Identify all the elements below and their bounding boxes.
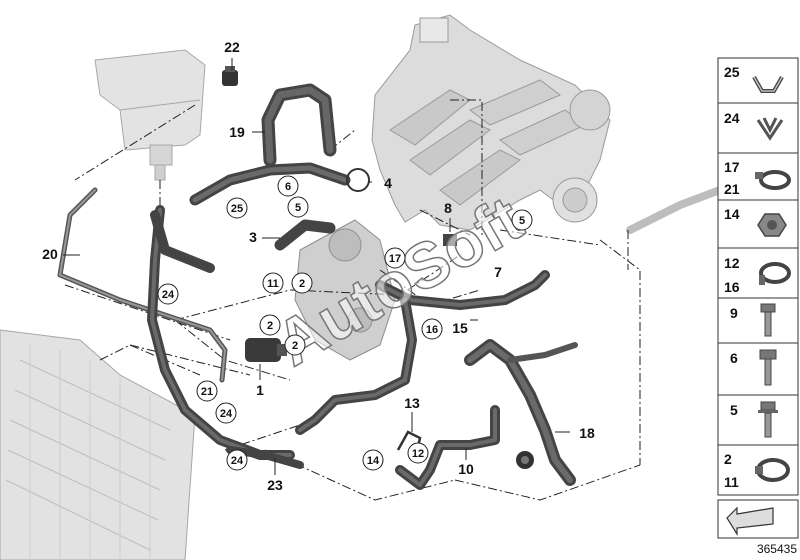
circled-24b: 24 bbox=[220, 408, 233, 420]
legend-label-25: 25 bbox=[724, 64, 740, 80]
callout-22: 22 bbox=[224, 39, 240, 55]
circled-12: 12 bbox=[412, 448, 424, 460]
circled-6: 6 bbox=[285, 181, 291, 193]
legend-row-6: 6 bbox=[717, 342, 799, 396]
thermostat-1 bbox=[245, 338, 287, 362]
legend-row-24: 24 bbox=[717, 102, 799, 154]
small-parts bbox=[222, 66, 534, 469]
hex-nut-icon bbox=[757, 213, 787, 237]
legend-label-24: 24 bbox=[724, 110, 740, 126]
callout-3: 3 bbox=[249, 229, 257, 245]
circled-5: 5 bbox=[295, 202, 301, 214]
sensor-8 bbox=[443, 234, 457, 246]
water-pump-housing bbox=[294, 219, 396, 361]
collar-bolt-icon bbox=[758, 401, 778, 438]
callout-15: 15 bbox=[452, 320, 468, 336]
callout-23: 23 bbox=[267, 477, 283, 493]
legend-row-14: 14 bbox=[717, 199, 799, 249]
expansion-tank bbox=[94, 49, 206, 181]
hose-upper-middle bbox=[150, 210, 215, 273]
hose-clamp-icon bbox=[755, 170, 791, 190]
callout-13: 13 bbox=[404, 395, 420, 411]
legend-row-2-11: 2 11 bbox=[717, 444, 799, 496]
legend-label-5: 5 bbox=[730, 402, 738, 418]
callout-7: 7 bbox=[494, 264, 502, 280]
circled-11: 11 bbox=[267, 278, 279, 290]
callout-4: 4 bbox=[384, 175, 392, 191]
circled-16: 16 bbox=[426, 324, 438, 336]
legend-label-21: 21 bbox=[724, 181, 740, 197]
circled-5b: 5 bbox=[519, 215, 525, 227]
document-id: 365435 bbox=[757, 542, 797, 556]
callout-19: 19 bbox=[229, 124, 245, 140]
callout-1: 1 bbox=[256, 382, 264, 398]
legend-label-11: 11 bbox=[724, 474, 739, 490]
direction-arrow-icon bbox=[726, 506, 774, 537]
callout-18: 18 bbox=[579, 425, 595, 441]
hose-3 bbox=[274, 219, 336, 251]
legend-label-2: 2 bbox=[724, 451, 732, 467]
legend-label-12: 12 bbox=[724, 255, 740, 271]
arrow-box bbox=[717, 499, 799, 539]
circled-24c: 24 bbox=[231, 455, 244, 467]
clamp-band-icon bbox=[755, 458, 790, 482]
hex-bolt-icon bbox=[760, 303, 776, 337]
legend-label-9: 9 bbox=[730, 305, 738, 321]
circled-2a: 2 bbox=[299, 278, 305, 290]
callout-leaders bbox=[63, 58, 570, 475]
circled-21: 21 bbox=[201, 386, 213, 398]
legend-row-25: 25 bbox=[717, 57, 799, 104]
circled-callout-labels: 6 5 25 5 17 11 2 24 2 2 16 21 24 24 14 1… bbox=[162, 181, 525, 467]
engine-block bbox=[371, 14, 611, 231]
legend-label-6: 6 bbox=[730, 350, 738, 366]
coolant-hoses bbox=[57, 83, 578, 490]
circled-24a: 24 bbox=[162, 289, 175, 301]
circled-callouts bbox=[157, 175, 533, 471]
valve-18 bbox=[516, 451, 534, 469]
callout-8: 8 bbox=[444, 200, 452, 216]
circled-2b: 2 bbox=[267, 320, 273, 332]
legend-row-17-21: 17 21 bbox=[717, 152, 799, 201]
legend-row-5: 5 bbox=[717, 394, 799, 446]
circled-17: 17 bbox=[389, 253, 401, 265]
torx-bolt-icon bbox=[759, 349, 777, 386]
circled-2c: 2 bbox=[292, 340, 298, 352]
callout-numbers: 22 19 20 3 4 8 7 15 1 13 10 18 23 bbox=[42, 39, 595, 493]
callout-20: 20 bbox=[42, 246, 58, 262]
legend-label-16: 16 bbox=[724, 279, 740, 295]
legend-row-9: 9 bbox=[717, 297, 799, 344]
legend-label-17: 17 bbox=[724, 159, 740, 175]
parts-legend: 25 24 17 21 14 bbox=[717, 57, 799, 539]
legend-label-14: 14 bbox=[724, 206, 740, 222]
hose-clip-icon bbox=[759, 262, 791, 285]
radiator bbox=[0, 329, 196, 560]
circled-25: 25 bbox=[231, 203, 243, 215]
spring-clip-icon bbox=[756, 117, 784, 141]
circled-14: 14 bbox=[367, 455, 380, 467]
cap-22 bbox=[222, 66, 238, 86]
legend-row-12-16: 12 16 bbox=[717, 247, 799, 299]
o-ring-4 bbox=[346, 168, 370, 192]
hose-clamp-clip-icon bbox=[752, 76, 784, 93]
callout-10: 10 bbox=[458, 461, 474, 477]
